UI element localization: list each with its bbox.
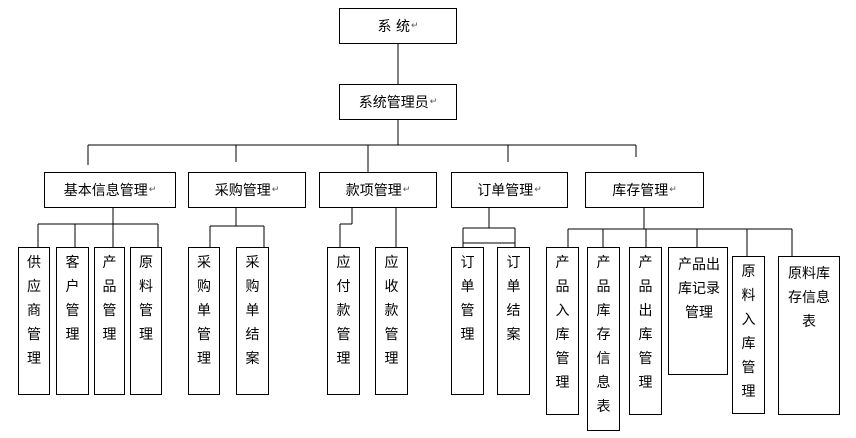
leaf-label: 产品管理 — [102, 255, 117, 343]
leaf-order-closing: 订单结案 — [497, 247, 530, 395]
leaf-label: 原料入库管理 — [741, 264, 756, 400]
module-purchase-label: 采购管理 — [214, 183, 271, 199]
leaf-label: 订单结案 — [506, 255, 521, 343]
system-root-box: 系 统↵ — [339, 8, 457, 44]
leaf-label: 订单管理 — [460, 255, 475, 343]
leaf-product-outbound-record: 产品出库记录管理 — [668, 247, 728, 375]
leaf-label: 产品入库管理 — [555, 255, 570, 391]
paragraph-mark-icon: ↵ — [429, 97, 438, 107]
leaf-product-outbound-management: 产品出库管理 — [629, 247, 662, 415]
leaf-material-inbound-management: 原料入库管理 — [732, 256, 765, 414]
paragraph-mark-icon: ↵ — [402, 185, 411, 195]
leaf-label: 原料库存信息表 — [788, 266, 830, 330]
leaf-receivable-management: 应收款管理 — [375, 247, 408, 395]
paragraph-mark-icon: ↵ — [148, 185, 157, 195]
leaf-material-stock-info: 原料库存信息表 — [778, 256, 840, 415]
module-order-label: 订单管理 — [477, 183, 534, 199]
paragraph-mark-icon: ↵ — [534, 185, 542, 195]
module-inventory-label: 库存管理 — [612, 183, 669, 199]
leaf-purchase-order-closing: 采购单结案 — [236, 247, 269, 395]
leaf-product-inbound-management: 产品入库管理 — [546, 247, 579, 415]
leaf-label: 采购单管理 — [197, 255, 211, 367]
module-payment-label: 款项管理 — [345, 183, 402, 199]
paragraph-mark-icon: ↵ — [669, 185, 677, 195]
system-root-label: 系 统 — [377, 19, 410, 35]
leaf-material-management: 原料管理 — [130, 247, 162, 395]
leaf-label: 产品库存信息表 — [596, 255, 611, 415]
module-basic-info-label: 基本信息管理 — [63, 183, 148, 199]
leaf-label: 采购单结案 — [245, 255, 260, 367]
module-basic-info: 基本信息管理↵ — [44, 172, 176, 208]
paragraph-mark-icon: ↵ — [271, 185, 280, 195]
leaf-supplier-management: 供应商管理 — [18, 247, 50, 395]
module-purchase: 采购管理↵ — [188, 172, 306, 208]
leaf-customer-management: 客户管理 — [56, 247, 89, 395]
leaf-order-management: 订单管理 — [451, 247, 484, 395]
system-admin-box: 系统管理员↵ — [339, 84, 457, 120]
leaf-label: 应收款管理 — [384, 255, 399, 367]
module-payment: 款项管理↵ — [319, 172, 437, 208]
leaf-label: 供应商管理 — [27, 255, 41, 367]
module-inventory: 库存管理↵ — [585, 172, 704, 208]
leaf-product-stock-info: 产品库存信息表 — [587, 247, 620, 431]
leaf-payable-management: 应付款管理 — [327, 247, 360, 395]
leaf-label: 原料管理 — [139, 255, 153, 343]
leaf-purchase-order-management: 采购单管理 — [188, 247, 220, 395]
module-order: 订单管理↵ — [451, 172, 568, 208]
leaf-product-management: 产品管理 — [94, 247, 125, 395]
leaf-label: 应付款管理 — [336, 255, 351, 367]
leaf-label: 产品出库管理 — [638, 255, 653, 391]
system-admin-label: 系统管理员 — [358, 95, 429, 111]
leaf-label: 客户管理 — [65, 255, 80, 343]
paragraph-mark-icon: ↵ — [410, 21, 419, 31]
leaf-label: 产品出库记录管理 — [678, 257, 720, 321]
